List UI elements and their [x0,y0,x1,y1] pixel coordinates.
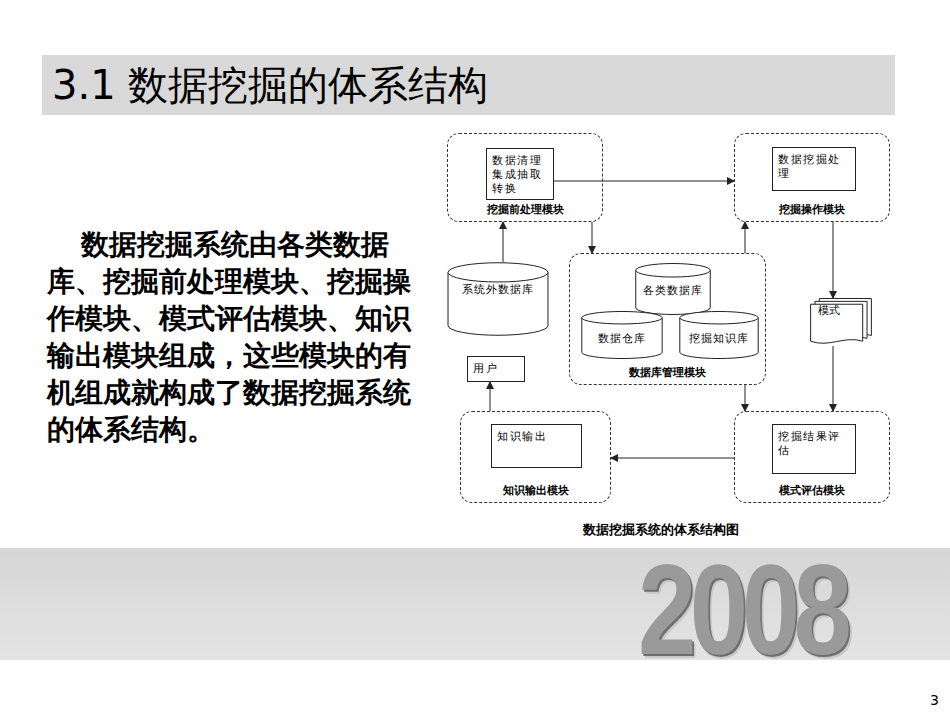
process-box: 数据清理集成抽取转换 [486,148,554,200]
node-text: 挖掘结果评估 [778,429,850,457]
node-text: 挖掘知识库 [685,331,753,345]
page-number: 3 [930,692,939,708]
arrow-connector [611,458,734,459]
year-graphic: 2008 [638,540,845,680]
node-text: 系统外数据库 [453,282,543,296]
node-text: 数据仓库 [587,331,657,345]
database-cylinder: 各类数据库 [635,263,711,315]
body-paragraph: 数据挖掘系统由各类数据库、挖掘前处理模块、挖掘操作模块、模式评估模块、知识输出模… [47,226,419,448]
arrow-connector [503,222,504,262]
arrow-connector [592,222,593,253]
document-stack: 模式 [810,298,872,346]
arrow-connector [833,346,834,411]
module-group: 知识输出模块知识输出 [460,411,611,503]
database-cylinder: 系统外数据库 [447,262,549,336]
node-text: 用户 [473,361,519,375]
module-label: 数据库管理模块 [570,365,765,380]
arrow-connector [833,222,834,298]
process-box: 知识输出 [491,424,582,468]
node-text: 模式 [818,304,864,318]
node-text: 各类数据库 [641,283,705,297]
module-label: 模式评估模块 [735,483,889,498]
module-group: 挖掘操作模块 数据挖掘处理 [734,133,890,222]
module-group: 模式评估模块 挖掘结果评估 [734,411,890,503]
arrow-connector [554,181,734,182]
module-group: 数据库管理模块 各类数据库数据仓库 挖掘知识库 [569,253,766,385]
node-text: 知识输出 [497,429,576,443]
diagram-caption: 数据挖掘系统的体系结构图 [561,521,761,539]
process-box: 用户 [467,356,525,382]
database-cylinder: 挖掘知识库 [679,311,759,359]
module-label: 挖掘操作模块 [735,202,889,217]
arrow-connector [745,385,746,411]
module-group: 挖掘前处理模块 数据清理集成抽取转换 [447,133,603,222]
cylinder-outline [447,262,549,336]
process-box: 数据挖掘处理 [772,147,856,191]
arrow-connector [490,382,491,411]
process-box: 挖掘结果评估 [772,424,856,474]
slide-title: 3.1 数据挖掘的体系结构 [52,60,488,110]
module-label: 知识输出模块 [461,483,610,498]
node-text: 数据挖掘处理 [778,152,850,180]
node-text: 数据清理集成抽取转换 [492,153,548,195]
module-label: 挖掘前处理模块 [448,202,602,217]
arrow-connector [745,222,746,253]
database-cylinder: 数据仓库 [581,311,663,359]
